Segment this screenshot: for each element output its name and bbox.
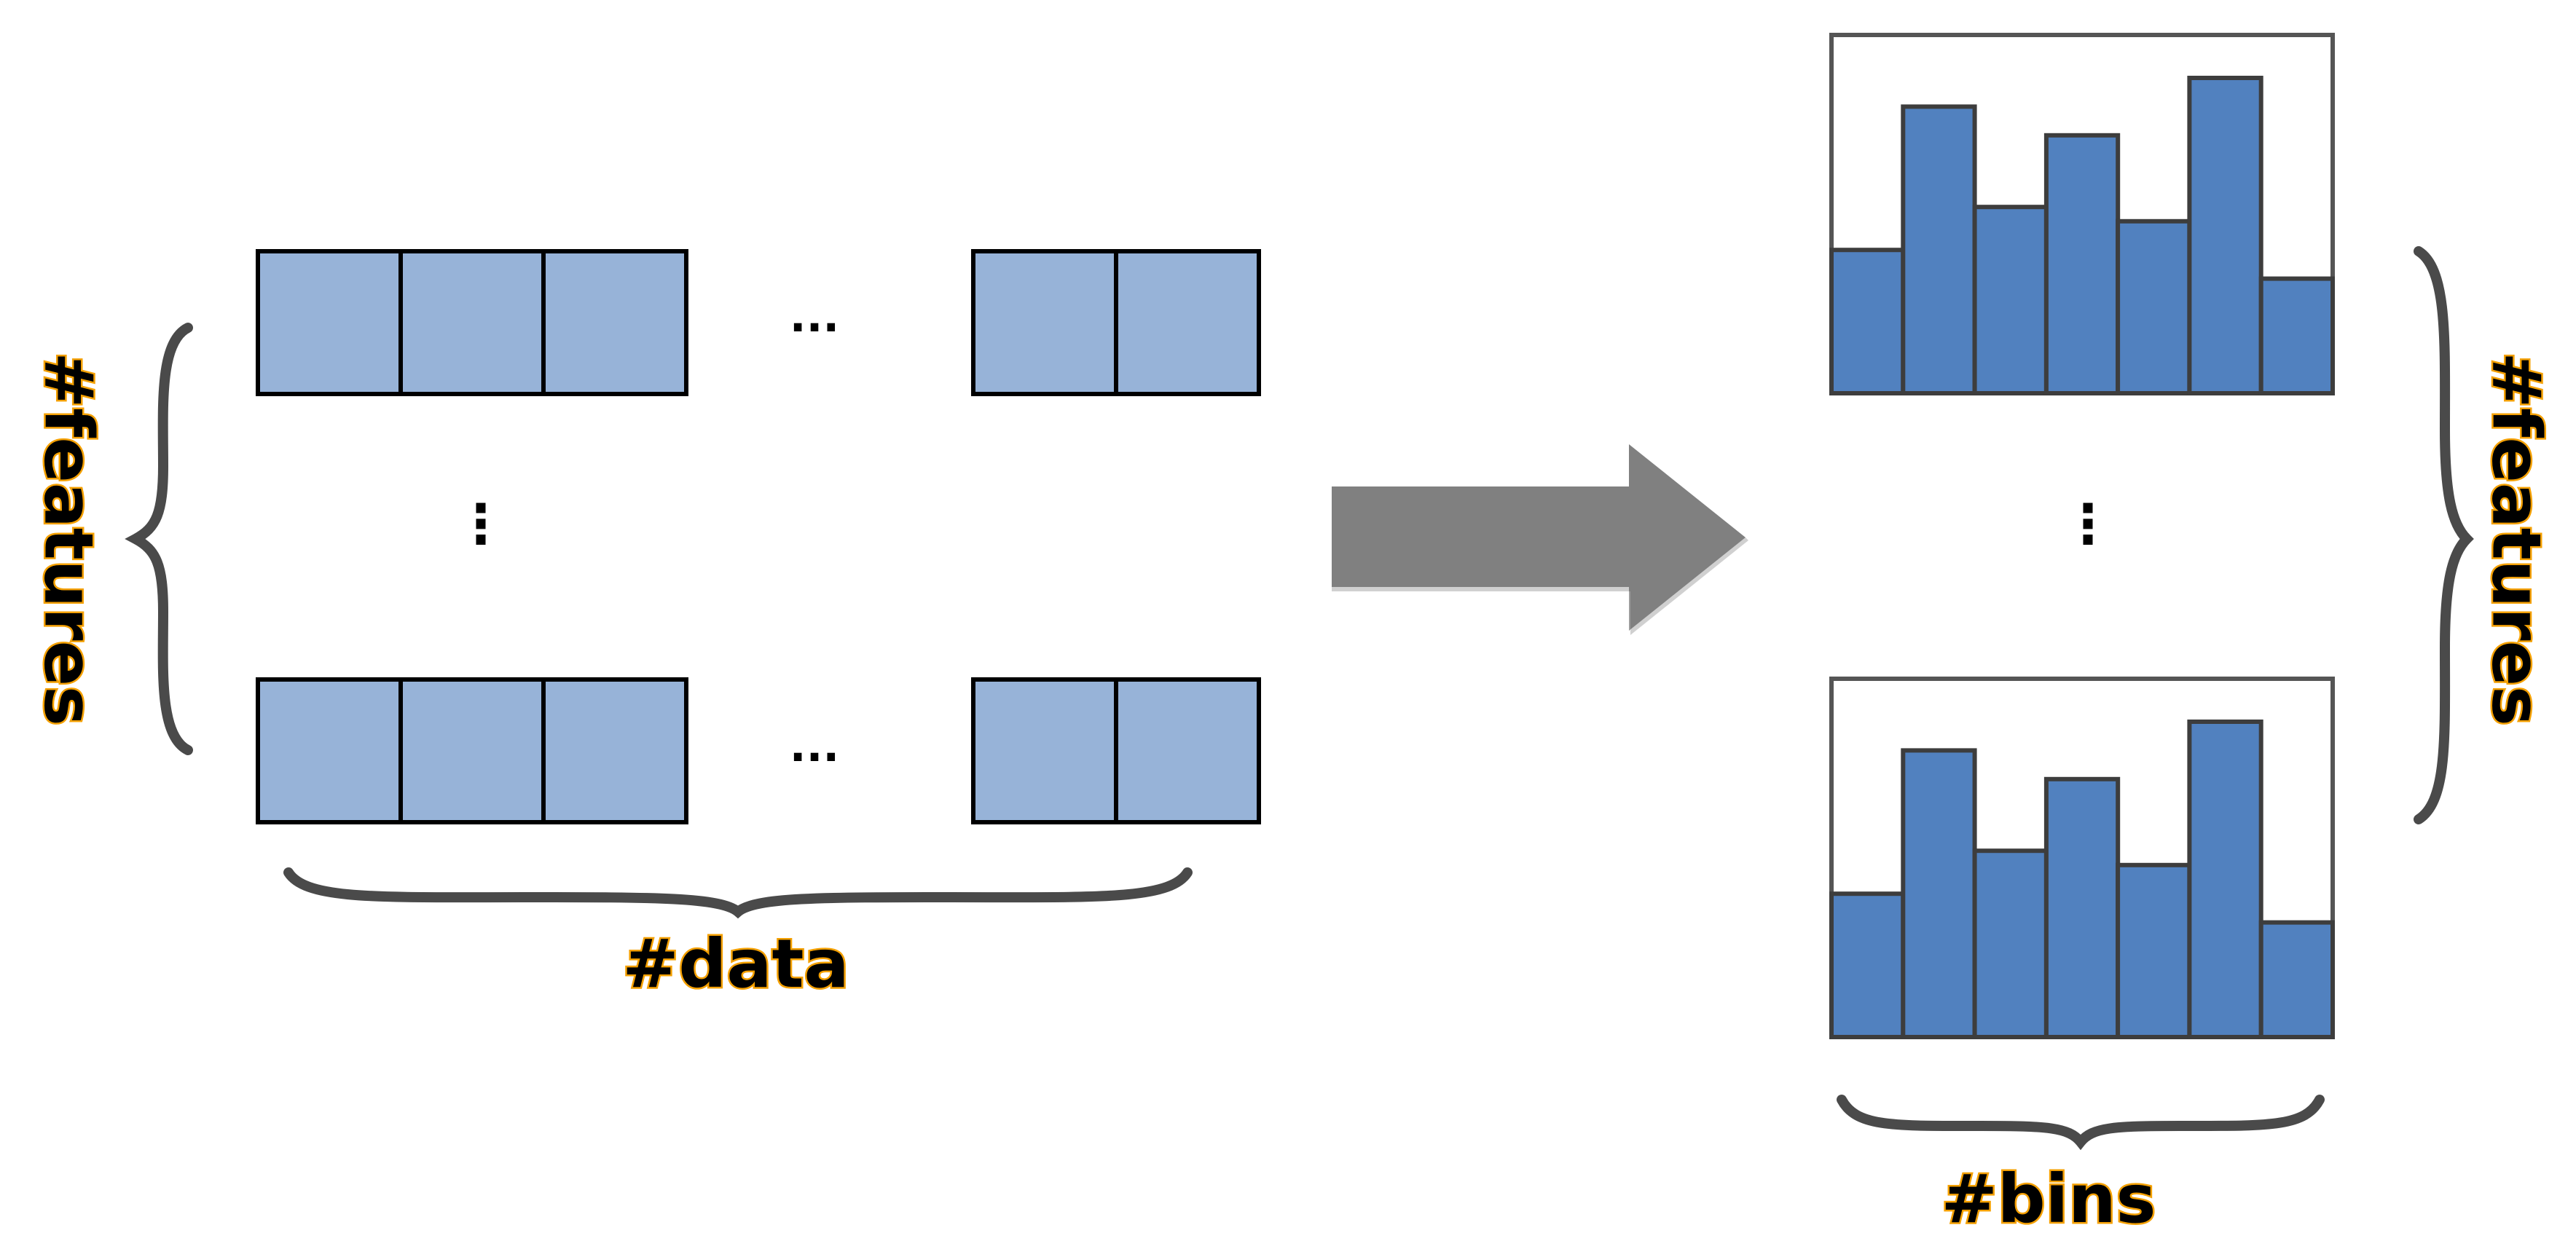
data-cell [398, 249, 546, 396]
data-cell [1114, 677, 1261, 824]
histogram-bar [2258, 920, 2335, 1039]
histogram-bar [2187, 720, 2263, 1039]
label-data: #data [622, 925, 849, 1003]
data-cell [541, 249, 688, 396]
data-row-top: ... [256, 249, 1261, 396]
data-cell [971, 677, 1118, 824]
histogram-bar [1901, 748, 1977, 1040]
label-features-left: #features [30, 352, 108, 726]
histogram-bar [1972, 848, 2049, 1039]
data-cell [398, 677, 546, 824]
data-cell [541, 677, 688, 824]
histogram-bar [2043, 776, 2121, 1040]
histogram-bar [1972, 205, 2049, 396]
brace-data [283, 867, 1193, 919]
histogram-top [1829, 33, 2335, 396]
data-cell [1114, 249, 1261, 396]
brace-bins [1837, 1095, 2325, 1151]
data-row-bottom: ... [256, 677, 1261, 824]
histogram-bar [2258, 276, 2335, 395]
label-bins: #bins [1941, 1160, 2156, 1238]
data-cell [256, 249, 403, 396]
histogram-bar [2116, 862, 2192, 1040]
ellipsis-horizontal: ... [790, 291, 839, 342]
histogram-bottom [1829, 677, 2335, 1040]
histogram-bar [1829, 248, 1906, 396]
label-features-right: #features [2478, 352, 2556, 726]
ellipsis-horizontal: ... [790, 721, 839, 772]
data-cell [971, 249, 1118, 396]
histogram-bar [2043, 133, 2121, 396]
data-cell [256, 677, 403, 824]
ellipsis-vertical: ⋮ [454, 493, 508, 556]
brace-right-features [2414, 246, 2474, 824]
histogram-bar [2116, 218, 2192, 395]
brace-left-features [125, 323, 193, 755]
ellipsis-vertical: ⋮ [2061, 493, 2115, 556]
histogram-bar [2187, 76, 2263, 395]
histogram-bar [1901, 104, 1977, 395]
arrow-right [1332, 444, 1746, 631]
histogram-bar [1829, 891, 1906, 1039]
